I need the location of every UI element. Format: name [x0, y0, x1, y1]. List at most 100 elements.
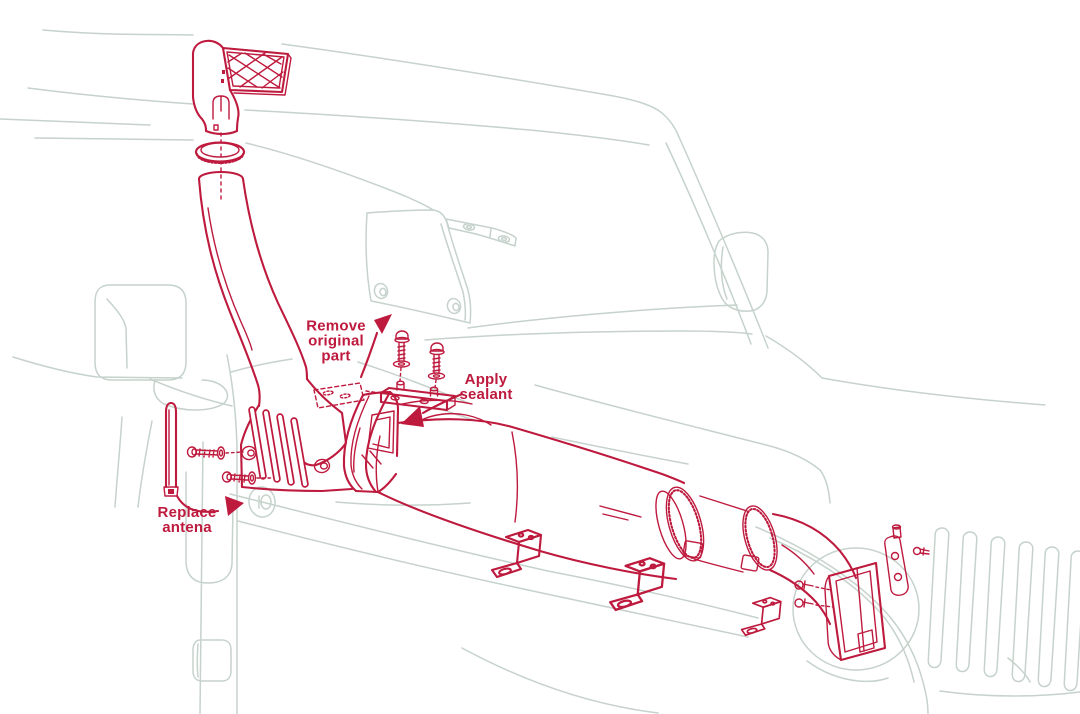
- intake-elbow: [768, 512, 887, 662]
- fender-line-2: [237, 520, 749, 638]
- apply-arrow: [421, 392, 464, 415]
- flange-screw-1: [794, 580, 804, 590]
- grille-slot: [955, 531, 978, 673]
- cowl-ledge-left: [230, 358, 293, 373]
- door-handle: [192, 639, 232, 682]
- washer-a: [216, 446, 226, 460]
- grille-slot: [1037, 546, 1060, 688]
- support-bracket-bolt: [892, 526, 902, 539]
- cowl-side-line-2: [137, 420, 153, 508]
- hose-clamps: [665, 486, 778, 573]
- fender-line-1: [229, 493, 759, 619]
- mirror-right: [713, 231, 769, 312]
- hose-clamp-band-2: [744, 507, 776, 569]
- roofline-right: [281, 43, 680, 138]
- wheel-opening: [792, 547, 920, 671]
- cowl-left: [34, 137, 194, 141]
- hood-edge-b: [551, 436, 689, 465]
- head-clip-detail: [212, 95, 230, 120]
- roofline-left: [42, 29, 194, 36]
- snorkel-base: [239, 377, 354, 493]
- cowl-lower: [424, 330, 753, 341]
- duct-seam: [511, 431, 519, 523]
- flange-screw-2: [794, 598, 804, 608]
- duct-bump: [419, 412, 492, 426]
- fender-grommet-inner: [260, 494, 272, 510]
- grille-slot: [1011, 541, 1034, 683]
- washer-2: [427, 372, 446, 380]
- windshield-header-left: [27, 87, 194, 105]
- rubber-mount-2: [313, 458, 331, 474]
- snorkel-kit: [163, 39, 930, 662]
- ring-serration: [195, 152, 245, 165]
- door-front-edge: [226, 354, 238, 714]
- cowl-right: [245, 142, 434, 211]
- windshield-bottom: [467, 304, 738, 329]
- door-panel-curve: [185, 471, 234, 584]
- windshield-header-right: [244, 109, 650, 146]
- tire-arc: [806, 660, 889, 683]
- sleeve-bottom: [693, 558, 744, 573]
- annotation-arrows: [175, 314, 464, 516]
- support-bracket: [884, 524, 930, 596]
- remove-arrow: [359, 331, 379, 379]
- mirror-left-inner: [106, 298, 128, 369]
- factory-part-tab: [445, 218, 517, 247]
- factory-inlet-part: [365, 209, 517, 324]
- mount-position-outline: [313, 382, 365, 409]
- door-inner-line: [199, 441, 204, 714]
- washer-1: [392, 360, 411, 368]
- replacement-antenna: [163, 401, 179, 497]
- z-bracket-1: [490, 528, 543, 579]
- air-scoop: [342, 390, 400, 494]
- grille-slot: [927, 527, 950, 669]
- hose-clamp-ring: [194, 141, 246, 165]
- remove-arrowhead: [374, 314, 392, 334]
- z-brackets: [490, 528, 782, 637]
- hood-edge-a: [534, 384, 831, 504]
- door-handle-inner: [196, 643, 199, 678]
- vehicle-outline: [0, 29, 1080, 714]
- grille-slot: [983, 536, 1006, 678]
- duct-top: [396, 418, 686, 485]
- door-gap-right: [765, 335, 1046, 406]
- cowl-side-line-1: [114, 416, 123, 508]
- a-pillar-inner: [665, 142, 752, 345]
- flange-notch: [857, 629, 875, 653]
- apply-arrowhead: [401, 406, 424, 427]
- flare-mid: [769, 537, 915, 683]
- washer-b: [247, 471, 257, 485]
- fender-screws: [186, 446, 273, 485]
- label-apply-sealant: Apply sealant: [459, 371, 513, 403]
- replace-arrowhead: [225, 496, 244, 516]
- mounting-screws: [392, 330, 446, 389]
- sleeve-top: [699, 495, 748, 512]
- z-bracket-2: [609, 557, 666, 612]
- fender-grommet: [248, 486, 276, 518]
- head-grille-crosshatch: [227, 52, 284, 89]
- driver-beltline: [12, 356, 183, 379]
- label-remove-original-part: Remove original part: [306, 317, 366, 365]
- mirror-right-inner: [720, 246, 728, 300]
- loose-bolt: [912, 546, 922, 556]
- headlight-arc: [1007, 657, 1031, 683]
- replace-arrow: [175, 494, 220, 513]
- hood-edge-c: [357, 361, 472, 405]
- windshield-mid-left: [0, 118, 151, 126]
- grille-slot: [1063, 550, 1080, 692]
- air-duct: [375, 399, 687, 581]
- clamp-buckle-2: [740, 554, 760, 572]
- flare-outer: [755, 526, 929, 714]
- grille-bottom: [939, 690, 1080, 697]
- mirror-left: [94, 284, 187, 381]
- duct-left-cap: [375, 435, 381, 493]
- snorkel-tube: [197, 170, 309, 408]
- snorkel-head: [191, 39, 292, 201]
- a-pillar-outer: [678, 136, 769, 349]
- louvers: [248, 406, 309, 488]
- lower-body-line: [461, 647, 659, 714]
- rubber-mount-1: [241, 445, 257, 461]
- clamp-buckle-1: [682, 540, 704, 559]
- label-replace-antenna: Replace antena: [157, 504, 217, 536]
